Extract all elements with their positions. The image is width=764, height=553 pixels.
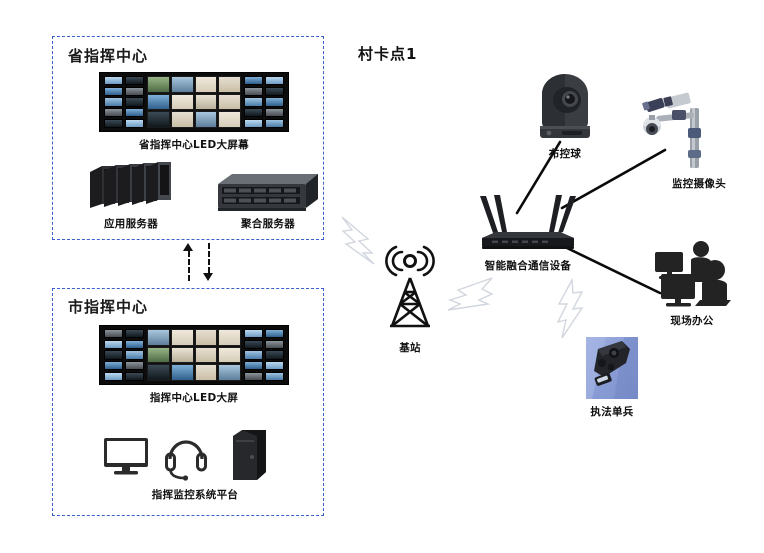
fusion-device-label: 智能融合通信设备	[484, 260, 572, 272]
led-right-column	[244, 76, 284, 128]
city-led-center-grid	[147, 329, 241, 381]
arrow-up-icon	[183, 243, 193, 251]
base-station-label: 基站	[399, 342, 421, 354]
led-center-grid	[147, 76, 241, 128]
aggregation-server-label: 聚合服务器	[241, 218, 295, 230]
field-office-label: 现场办公	[670, 315, 714, 327]
dashed-link-down	[208, 243, 210, 273]
ptz-dome-camera-icon	[540, 74, 590, 138]
wireless-router-icon	[480, 195, 576, 249]
zone-province-command-center	[52, 36, 324, 240]
province-ledwall-label: 省指挥中心LED大屏幕	[139, 139, 249, 151]
site-title: 村卡点1	[358, 45, 418, 63]
province-led-videowall	[99, 72, 289, 132]
city-led-right-column	[244, 329, 284, 381]
arrow-down-icon	[203, 273, 213, 281]
app-server-label: 应用服务器	[104, 218, 158, 230]
link-router-camera	[560, 148, 667, 210]
monitor-icon	[104, 438, 148, 475]
link-router-office	[565, 246, 662, 295]
rackmount-server-icon	[218, 174, 318, 211]
lightning-bolt-icon-2	[447, 277, 494, 311]
cell-tower-icon	[385, 245, 435, 328]
city-ledwall-label: 指挥中心LED大屏	[149, 392, 239, 404]
zone-province-title: 省指挥中心	[68, 47, 149, 65]
zone-city-title: 市指挥中心	[68, 298, 149, 316]
pole-surveillance-camera-icon	[642, 92, 701, 168]
lightning-bolt-icon	[341, 216, 375, 265]
link-router-ptz	[515, 140, 562, 215]
ptz-dome-label: 布控球	[548, 148, 582, 160]
lightning-bolt-icon-3	[556, 277, 584, 339]
headset-icon	[165, 440, 207, 481]
pc-tower-icon	[233, 430, 266, 480]
body-worn-camera-icon	[586, 337, 638, 399]
command-platform-label: 指挥监控系统平台	[151, 489, 239, 501]
dashed-link-up	[188, 251, 190, 281]
body-worn-label: 执法单兵	[590, 406, 634, 418]
surveillance-camera-label: 监控摄像头	[672, 178, 726, 190]
office-workers-icon	[655, 241, 731, 307]
city-led-left-column	[104, 329, 144, 381]
led-left-column	[104, 76, 144, 128]
city-led-videowall	[99, 325, 289, 385]
server-rack-icon	[90, 162, 171, 208]
zone-city-command-center	[52, 288, 324, 516]
